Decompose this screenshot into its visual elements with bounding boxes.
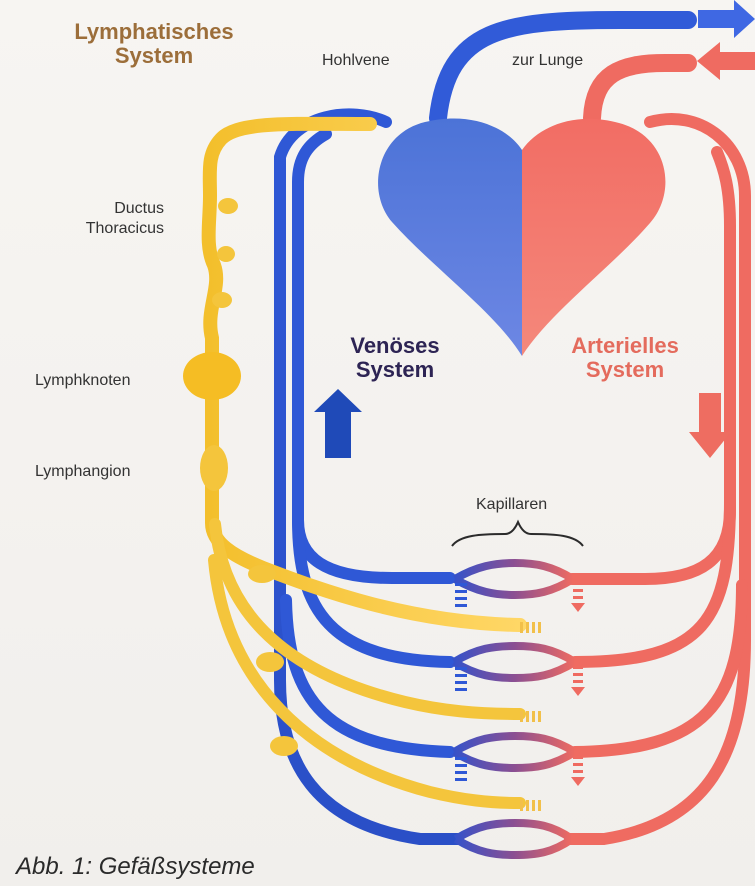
lymphatic-system-title-line-1: Lymphatisches	[64, 20, 244, 44]
lymphatic-system-title: Lymphatisches System	[64, 20, 244, 68]
lymphatic-system-title-line-2: System	[64, 44, 244, 68]
venous-upward-arrow	[314, 389, 362, 458]
capillary-bed-2	[454, 646, 575, 678]
venous-system-title-line-1: Venöses	[330, 334, 460, 358]
lymph-bulge-4	[248, 565, 276, 583]
lymph-bulge-6	[270, 736, 298, 756]
lymph-bulge-5	[256, 652, 284, 672]
ductus-thoracicus-line-2: Thoracicus	[76, 219, 164, 239]
kapillaren-bracket	[452, 522, 583, 546]
arterial-system-title-line-1: Arterielles	[560, 334, 690, 358]
capillary-bed-4	[456, 823, 572, 855]
lymphknoten-label: Lymphknoten	[35, 371, 130, 391]
figure-caption: Abb. 1: Gefäßsysteme	[16, 853, 255, 881]
blue-arrow-right	[698, 0, 755, 38]
lymphangion-node	[200, 445, 228, 491]
arterial-system-title-line-2: System	[560, 358, 690, 382]
zur-lunge-label: zur Lunge	[512, 51, 583, 71]
capillary-bed-3	[454, 736, 575, 768]
heart-left-chamber	[378, 118, 522, 356]
ductus-thoracicus-label: Ductus Thoracicus	[76, 199, 164, 239]
lymph-bulge-2	[217, 246, 235, 262]
kapillaren-label: Kapillaren	[476, 495, 547, 515]
heart-right-chamber	[522, 119, 665, 356]
capillary-bed-1	[455, 563, 573, 595]
venous-system-title: Venöses System	[330, 334, 460, 382]
ductus-thoracicus-line-1: Ductus	[76, 199, 164, 219]
pulmonary-artery-arch	[592, 63, 688, 118]
lymphangion-label: Lymphangion	[35, 462, 130, 482]
venous-system-title-line-2: System	[330, 358, 460, 382]
red-arrow-left	[697, 42, 755, 80]
arterial-system-title: Arterielles System	[560, 334, 690, 382]
lymph-bulge-3	[212, 292, 232, 308]
hohlvene-label: Hohlvene	[322, 51, 390, 71]
lymph-node	[183, 352, 241, 400]
lymph-bulge-1	[218, 198, 238, 214]
